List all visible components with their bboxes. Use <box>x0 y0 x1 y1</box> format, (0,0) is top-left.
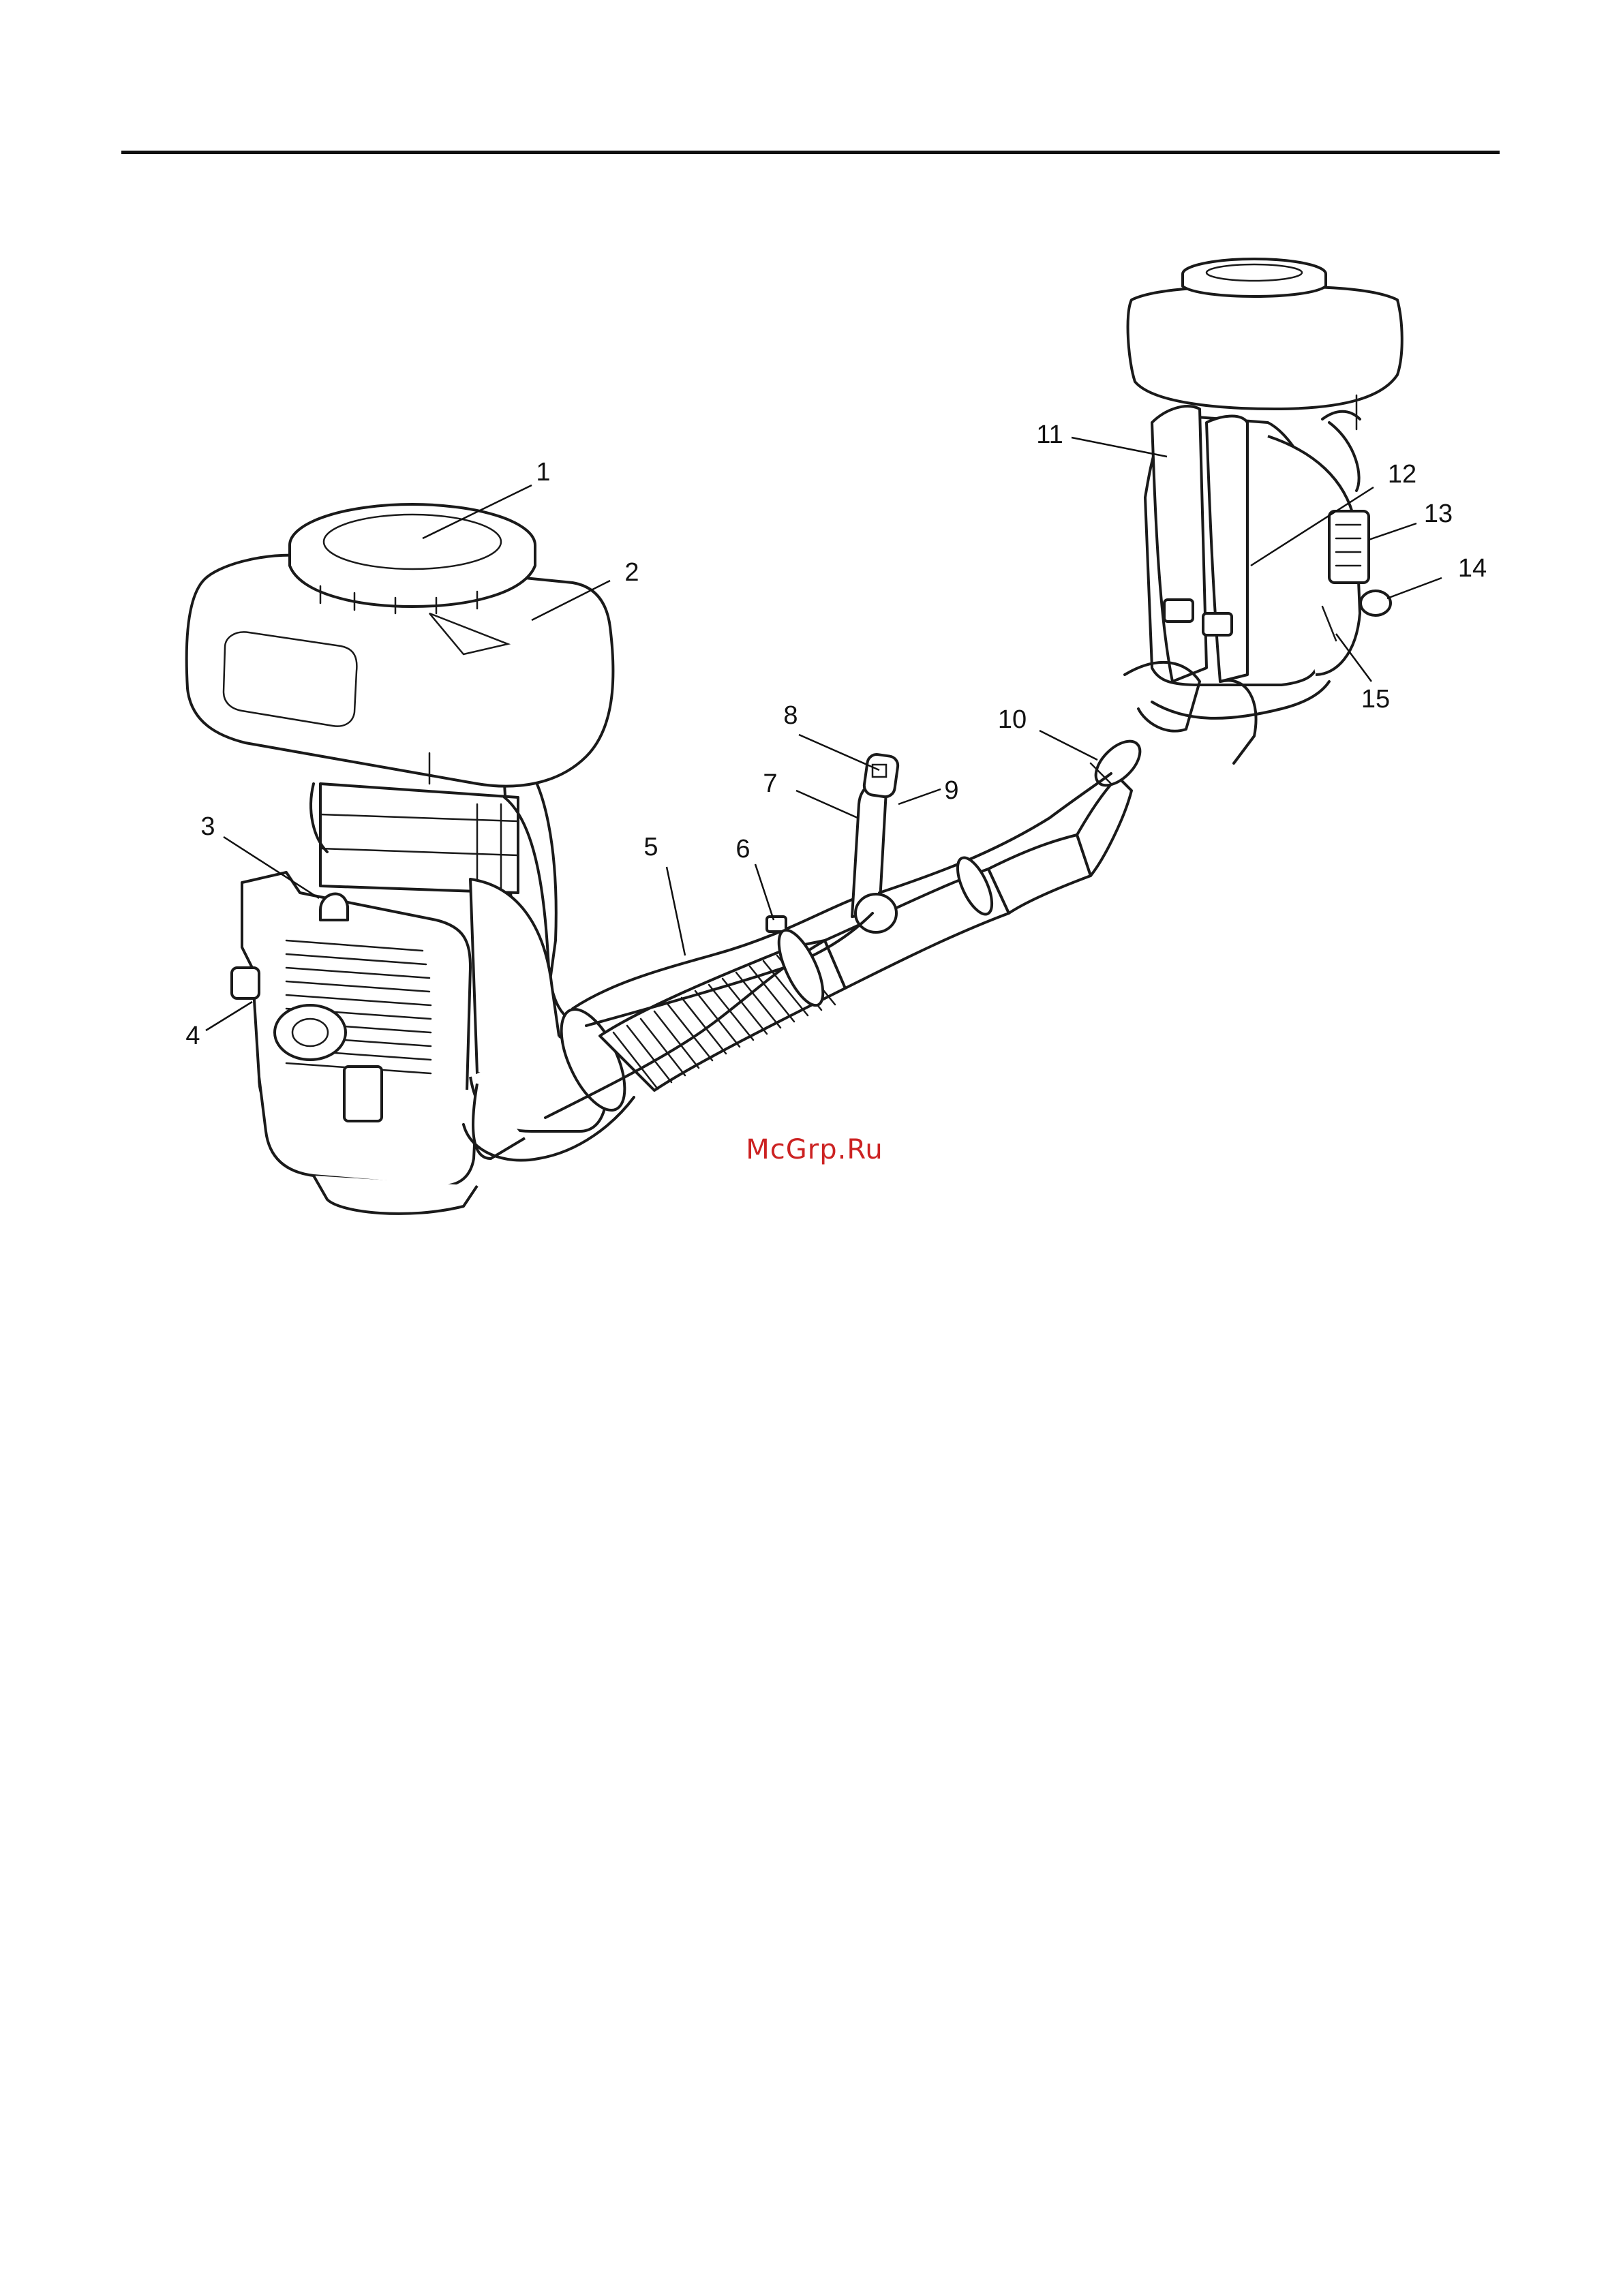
rear-view-illustration <box>1125 259 1402 763</box>
front-view-illustration <box>187 504 638 1214</box>
callout-2: 2 <box>624 558 639 587</box>
callout-15: 15 <box>1361 685 1390 714</box>
callout-7: 7 <box>763 769 777 798</box>
callout-6: 6 <box>735 835 750 863</box>
callout-5: 5 <box>643 833 658 861</box>
callout-1: 1 <box>536 458 550 487</box>
callout-8: 8 <box>783 701 798 730</box>
callout-11: 11 <box>1036 420 1063 449</box>
callout-3: 3 <box>200 812 215 841</box>
callout-13: 13 <box>1424 500 1453 528</box>
callout-9: 9 <box>944 776 958 805</box>
callout-4: 4 <box>185 1022 200 1050</box>
callout-12: 12 <box>1388 460 1416 489</box>
watermark-text: McGrp.Ru <box>746 1134 883 1165</box>
callout-14: 14 <box>1458 554 1487 583</box>
callout-10: 10 <box>998 705 1027 734</box>
